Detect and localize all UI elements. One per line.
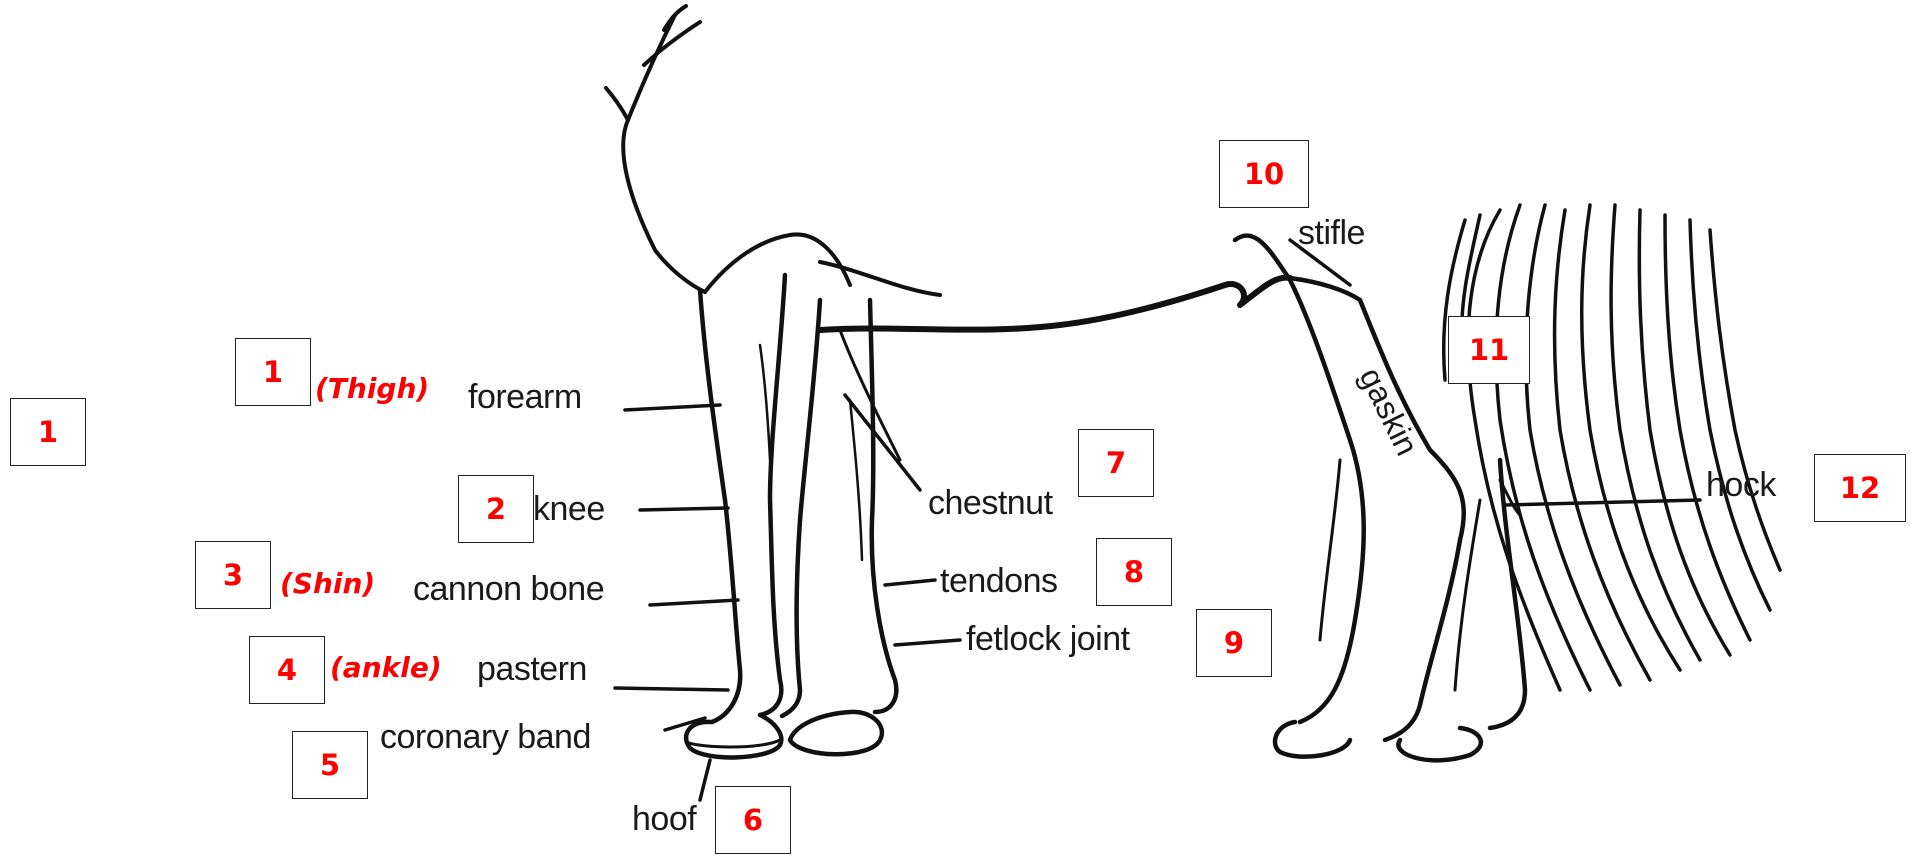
hind-legs [1235,236,1525,761]
note-ankle: (ankle) [330,651,442,684]
label-hoof: hoof [632,800,696,839]
note-thigh: (Thigh) [315,372,429,405]
answer-box-1[interactable]: 1 [235,338,311,406]
answer-box-10[interactable]: 10 [1219,140,1309,208]
answer-box-8[interactable]: 8 [1096,538,1172,606]
answer-box-11[interactable]: 11 [1448,316,1530,384]
answer-box-7[interactable]: 7 [1078,429,1154,497]
answer-box-2[interactable]: 2 [458,475,534,543]
belly-line [820,278,1290,330]
answer-box-6[interactable]: 6 [715,786,791,854]
front-leg-near [686,275,785,757]
answer-box-5[interactable]: 5 [292,731,368,799]
label-cannon-bone: cannon bone [413,570,604,609]
answer-box-4[interactable]: 4 [249,636,325,704]
label-knee: knee [533,490,605,529]
answer-box-12[interactable]: 12 [1814,454,1906,522]
answer-box-1-outer[interactable]: 1 [10,398,86,466]
note-shin: (Shin) [280,567,375,600]
back-line [820,262,940,295]
answer-box-9[interactable]: 9 [1196,609,1272,677]
label-coronary-band: coronary band [380,718,591,757]
label-chestnut: chestnut [928,484,1053,523]
label-forearm: forearm [468,378,582,417]
label-tendons: tendons [940,562,1058,601]
label-fetlock-joint: fetlock joint [966,620,1130,659]
tail [1444,205,1780,690]
label-hock: hock [1706,466,1776,505]
answer-box-3[interactable]: 3 [195,541,271,609]
neck-lines [606,6,850,292]
label-stifle: stifle [1298,214,1365,253]
label-pastern: pastern [477,650,587,689]
leader-lines [615,240,1700,800]
